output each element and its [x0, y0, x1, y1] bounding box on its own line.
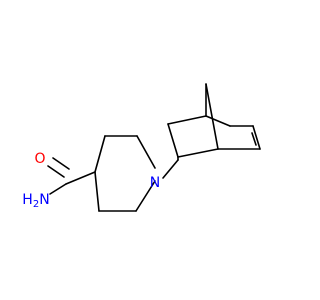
molecule-structure: O H2N N [22, 83, 261, 212]
atom-label-ring-nitrogen: N [150, 175, 160, 191]
bond-n-ch2 [162, 159, 179, 179]
bond-n-c6 [135, 180, 156, 212]
bond-c5-c6-double [251, 132, 257, 146]
bond-c3-c4 [167, 115, 207, 125]
bond-c1-c7 [205, 83, 219, 150]
bonds [47, 83, 261, 212]
molecule-canvas: O H2N N [22, 83, 261, 212]
bond-c5-c4 [94, 171, 100, 212]
bond-c2-c1 [177, 148, 219, 158]
bond-c5-c6-inner [252, 125, 261, 150]
bond-c2-n [136, 135, 156, 169]
bond-c4-c3 [94, 135, 106, 173]
atom-labels: O H2N N [22, 151, 160, 210]
bond-carbonyl-c-n [49, 183, 67, 195]
bond-c2-c3 [167, 123, 179, 158]
bond-carbonyl-c-o-1 [47, 165, 65, 178]
atom-label-amide-nitrogen: H2N [22, 192, 49, 210]
atom-label-oxygen: O [34, 151, 45, 167]
bond-carbonyl-c-o-2 [52, 157, 70, 170]
bond-c4-c5 [205, 115, 231, 127]
bond-carbonyl-c-c4 [65, 171, 96, 185]
